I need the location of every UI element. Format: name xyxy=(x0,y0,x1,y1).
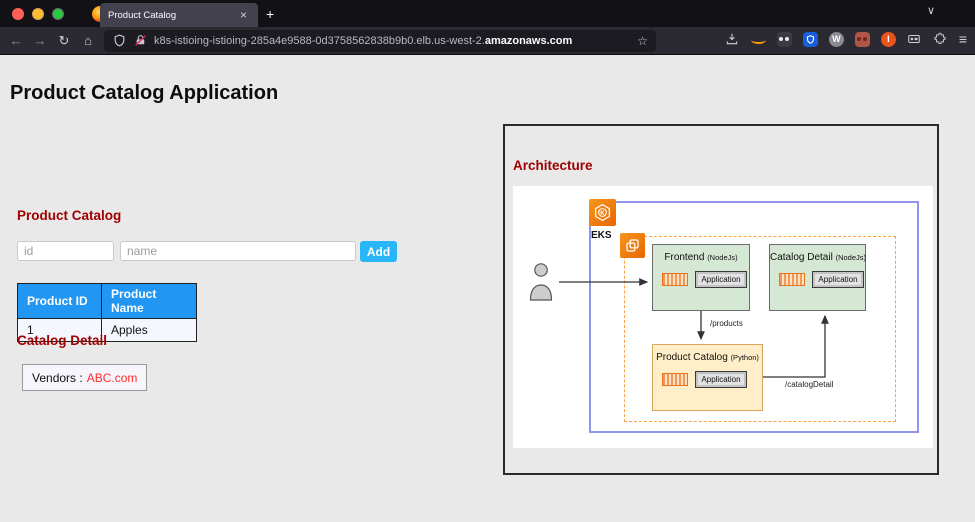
container-stripes-icon xyxy=(662,273,688,286)
extension-badge-icon[interactable]: I xyxy=(880,31,896,47)
page-content: Product Catalog Application Product Cata… xyxy=(0,56,975,522)
product-id-input[interactable] xyxy=(17,241,114,261)
product-name-cell: Apples xyxy=(101,318,197,342)
user-person-icon xyxy=(526,262,556,307)
pod-icon xyxy=(620,233,645,258)
product-catalog-node: Product Catalog (Python) Application xyxy=(652,344,763,411)
home-icon[interactable]: ⌂ xyxy=(84,33,92,48)
extensions-puzzle-icon[interactable] xyxy=(933,32,948,47)
new-tab-button[interactable]: + xyxy=(266,6,275,22)
architecture-diagram: K EKS xyxy=(513,186,933,448)
product-catalog-runtime: (Python) xyxy=(730,353,759,362)
catalog-detail-edge-label: /catalogDetail xyxy=(785,380,834,389)
amazon-assistant-icon[interactable] xyxy=(750,36,766,44)
namespace-dashed-boundary xyxy=(624,236,896,422)
toolbar-extension-icons: W I ≡ xyxy=(725,31,967,47)
application-chip: Application xyxy=(695,371,747,388)
catalog-detail-title: Catalog Detail xyxy=(770,252,833,263)
frontend-node: Frontend (NodeJs) Application xyxy=(652,244,750,311)
url-text[interactable]: k8s-istioing-istioing-285a4e9588-0d37585… xyxy=(154,34,573,47)
product-catalog-title: Product Catalog xyxy=(656,352,728,363)
product-id-cell: 1 xyxy=(17,318,102,342)
products-edge-label: /products xyxy=(710,319,743,328)
window-controls xyxy=(12,7,64,20)
container-stripes-icon xyxy=(779,273,805,286)
page-title: Product Catalog Application xyxy=(10,82,279,104)
eks-icon: K xyxy=(589,199,616,226)
product-catalog-heading: Product Catalog xyxy=(17,208,122,223)
tracking-protection-shield-icon[interactable] xyxy=(112,33,127,48)
url-domain: amazonaws.com xyxy=(484,34,573,47)
frontend-runtime: (NodeJs) xyxy=(707,253,738,262)
eks-cluster-boundary xyxy=(589,201,919,433)
table-row: 1 Apples xyxy=(17,318,197,342)
mask-extension-icon[interactable] xyxy=(854,31,870,47)
vendor-value: ABC.com xyxy=(86,370,138,385)
vendors-box: Vendors : ABC.com xyxy=(22,364,148,391)
insecure-lock-icon[interactable] xyxy=(133,33,148,48)
tab-bar: Product Catalog × + ∨ xyxy=(0,0,975,27)
container-tabs-icon[interactable] xyxy=(907,32,922,47)
list-tabs-chevron-icon[interactable]: ∨ xyxy=(926,5,935,17)
application-chip: Application xyxy=(812,271,864,288)
close-window-button[interactable] xyxy=(12,7,24,20)
minimize-window-button[interactable] xyxy=(32,7,44,20)
tab-title: Product Catalog xyxy=(108,9,177,21)
product-id-header: Product ID xyxy=(17,283,102,319)
table-header-row: Product ID Product Name xyxy=(17,283,197,319)
downloads-icon[interactable] xyxy=(725,32,740,47)
application-chip: Application xyxy=(695,271,747,288)
address-bar[interactable]: k8s-istioing-istioing-285a4e9588-0d37585… xyxy=(104,29,656,52)
product-table: Product ID Product Name 1 Apples xyxy=(17,283,197,342)
catalog-detail-heading: Catalog Detail xyxy=(17,333,108,348)
connector-lines xyxy=(559,278,829,378)
catalog-detail-runtime: (NodeJs) xyxy=(835,253,867,262)
tab-product-catalog[interactable]: Product Catalog × xyxy=(100,3,258,27)
architecture-heading: Architecture xyxy=(513,158,593,173)
close-tab-icon[interactable]: × xyxy=(239,8,247,22)
back-icon[interactable]: ← xyxy=(9,33,23,48)
frontend-title: Frontend xyxy=(664,252,705,263)
architecture-panel: Architecture K EKS xyxy=(503,124,939,475)
password-manager-shield-icon[interactable] xyxy=(802,31,818,47)
forward-icon[interactable]: → xyxy=(33,33,47,48)
screenshot-extension-icon[interactable] xyxy=(776,31,792,47)
container-stripes-icon xyxy=(662,373,688,386)
eks-label: EKS xyxy=(591,230,612,241)
wikipedia-extension-icon[interactable]: W xyxy=(828,31,844,47)
vendors-label: Vendors : xyxy=(32,370,83,385)
product-name-input[interactable] xyxy=(120,241,356,261)
zoom-window-button[interactable] xyxy=(52,7,64,20)
add-button[interactable]: Add xyxy=(360,241,397,262)
product-name-header: Product Name xyxy=(101,283,197,319)
catalog-detail-node: Catalog Detail (NodeJs) Application xyxy=(769,244,866,311)
menu-icon[interactable]: ≡ xyxy=(958,31,967,47)
svg-text:K: K xyxy=(600,210,605,217)
reload-icon[interactable]: ↻ xyxy=(58,32,70,48)
bookmark-star-icon[interactable]: ☆ xyxy=(637,33,648,48)
